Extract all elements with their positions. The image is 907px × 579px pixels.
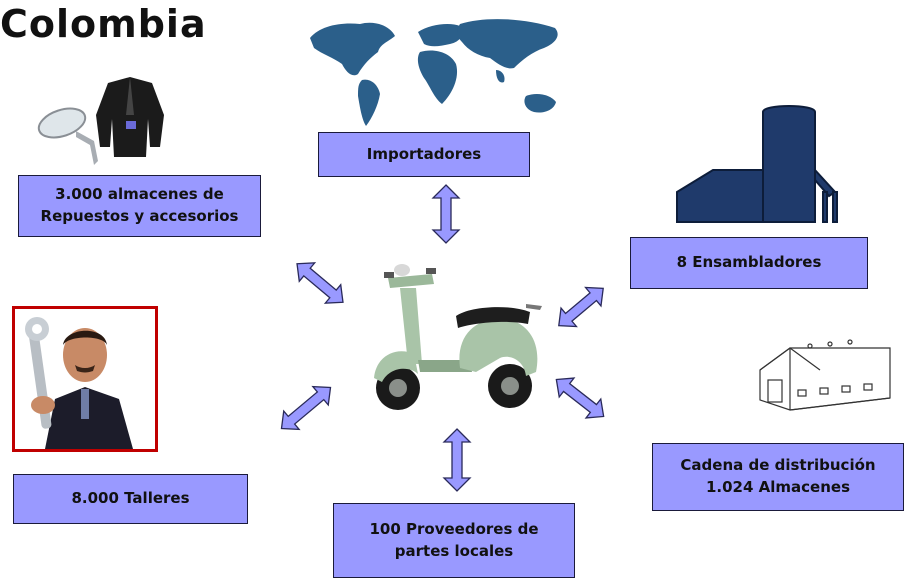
arrow-ensambladores [558, 286, 604, 328]
mechanic-photo [12, 306, 158, 452]
warehouse-icon [759, 339, 891, 411]
distribucion-line2: 1.024 Almacenes [705, 478, 851, 496]
almacenes-repuestos-box: 3.000 almacenes de Repuestos y accesorio… [18, 175, 261, 237]
almacenes-repuestos-line1: 3.000 almacenes de [55, 185, 224, 204]
ensambladores-box: 8 Ensambladores [630, 237, 868, 289]
factory-icon [676, 105, 838, 223]
arrow-importadores [431, 184, 461, 244]
importadores-label: Importadores [366, 144, 482, 163]
world-map-icon [310, 19, 558, 126]
talleres-label: 8.000 Talleres [71, 489, 190, 508]
arrow-repuestos [296, 262, 344, 304]
arrow-talleres [280, 385, 332, 431]
page-title: Colombia [0, 2, 207, 46]
proveedores-line2: partes locales [394, 541, 514, 560]
arrow-proveedores [442, 428, 472, 492]
importadores-box: Importadores [318, 132, 530, 177]
almacenes-repuestos-line2: Repuestos y accesorios [40, 207, 239, 225]
arrow-distribucion [555, 377, 605, 419]
ensambladores-label: 8 Ensambladores [676, 253, 822, 272]
distribucion-box: Cadena de distribución 1.024 Almacenes [652, 443, 904, 511]
distribucion-line1: Cadena de distribución [680, 456, 876, 475]
scooter-icon [374, 264, 542, 410]
proveedores-box: 100 Proveedores de partes locales [333, 503, 575, 578]
jacket-mirror-icon [37, 77, 164, 165]
talleres-box: 8.000 Talleres [13, 474, 248, 524]
proveedores-line1: 100 Proveedores de [369, 519, 539, 538]
